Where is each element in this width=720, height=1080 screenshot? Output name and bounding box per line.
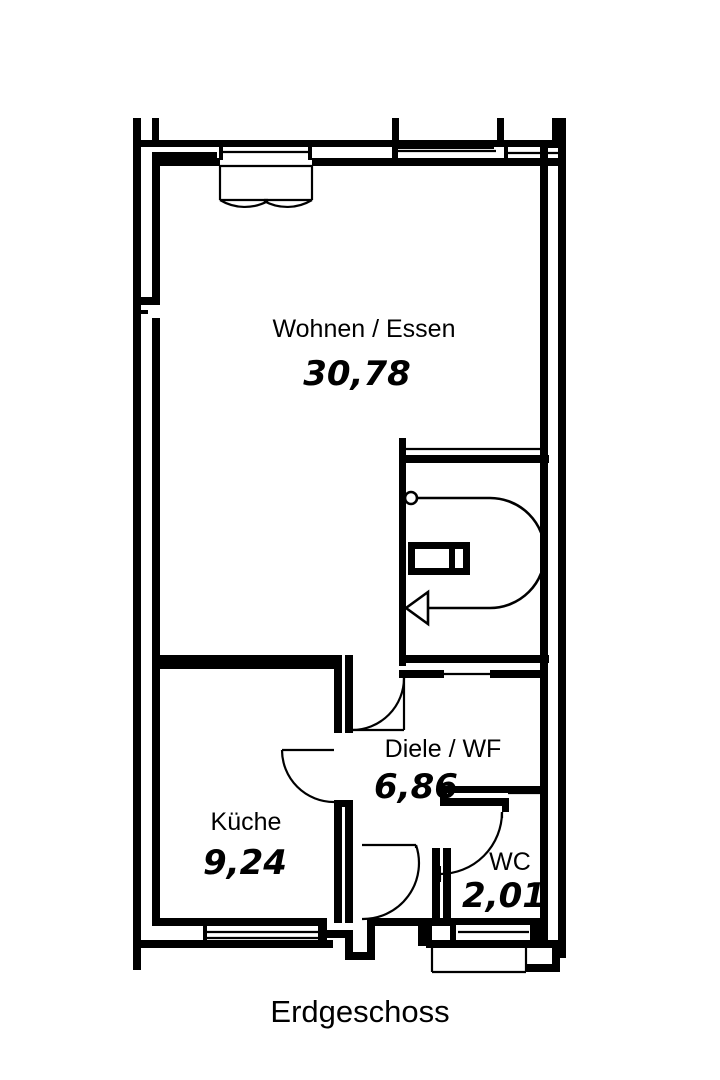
- kueche-diele-wall-lower-2: [345, 805, 353, 923]
- left-wall-top-stub: [152, 118, 159, 146]
- top-wall-tick-2: [392, 118, 399, 144]
- wc-top-wall-stub: [440, 786, 447, 806]
- diele-top-wall-right: [490, 670, 548, 678]
- top-wall-window-right: [504, 144, 560, 162]
- diele-wc-wall: [432, 848, 440, 920]
- bottom-wall-pier-left: [426, 918, 432, 948]
- diele-top-wall: [399, 655, 549, 663]
- bottom-wall-right-drop: [552, 940, 560, 972]
- bottom-wall-step-2: [327, 930, 353, 938]
- stair-arrow-head: [403, 589, 430, 627]
- left-wall-recess-top: [152, 152, 217, 160]
- bottom-wall-step-1: [318, 918, 327, 948]
- interior-walls: [152, 438, 549, 923]
- wc-top-wall-inner: [440, 798, 508, 806]
- staircase: [403, 490, 547, 627]
- bottom-wall-right-foot: [526, 964, 560, 972]
- stair-step-blocks: [408, 542, 470, 575]
- right-wall-outer: [558, 118, 566, 958]
- bottom-wall-step-5: [367, 918, 375, 960]
- top-wall-window-left: [219, 144, 312, 160]
- top-wall-inner-left: [152, 158, 220, 166]
- bottom-wall-step-4: [345, 952, 375, 960]
- bottom-wall-pier-top: [426, 918, 456, 926]
- wohnen-entry-double-door: [218, 164, 314, 209]
- top-wall-outer: [133, 140, 565, 147]
- left-wall-recess-bottom: [141, 297, 160, 305]
- stairwell-top-wall: [399, 455, 549, 463]
- diele-top-wall-stub: [399, 648, 406, 666]
- room-label-wohnen-essen: Wohnen / Essen: [273, 315, 456, 343]
- right-wall-top-cap: [540, 140, 566, 148]
- bottom-wall-kitchen-inner: [152, 918, 327, 926]
- left-wall-outer-lower: [133, 318, 141, 948]
- kueche-diele-wall-jog: [334, 800, 353, 807]
- left-wall-outer-upper: [133, 118, 141, 410]
- top-wall-tick-1: [133, 118, 140, 142]
- floor-caption: Erdgeschoss: [270, 994, 449, 1029]
- wc-door-jamb: [502, 798, 509, 812]
- diele-top-wall-left: [399, 670, 444, 678]
- doors-group: [218, 164, 504, 921]
- room-area-kueche: 9,24: [203, 843, 287, 883]
- bottom-wall-pier-bottom: [426, 940, 456, 948]
- kueche-diele-pier-upper: [334, 655, 342, 733]
- left-wall-inner-upper: [152, 152, 160, 304]
- wc-bottom-window: [456, 918, 530, 948]
- bottom-wall-step-3: [345, 930, 353, 960]
- left-wall-bottom-stub: [133, 940, 141, 970]
- room-area-diele-wf: 6,86: [374, 767, 458, 807]
- room-area-wohnen-essen: 30,78: [303, 354, 411, 394]
- left-wall-inner-lower: [152, 318, 160, 926]
- room-area-wc: 2,01: [462, 876, 546, 916]
- left-wall-tick: [141, 310, 148, 314]
- kueche-bottom-window: [203, 918, 321, 946]
- wc-top-wall: [440, 786, 548, 793]
- kueche-door: [280, 748, 335, 804]
- diele-wc-wall-2: [443, 848, 451, 920]
- bottom-wall-pier-right: [450, 918, 456, 948]
- bottom-wall-right-stub: [530, 918, 540, 948]
- diele-to-stair-door: [351, 677, 406, 732]
- room-label-kueche: Küche: [211, 808, 282, 836]
- room-label-wc: WC: [489, 848, 531, 876]
- top-wall-inner-mid: [312, 158, 392, 166]
- stairwell-left-wall: [399, 438, 406, 662]
- bottom-wall-diele-stub: [418, 918, 426, 946]
- bottom-wall-diele: [375, 918, 425, 926]
- wc-door: [432, 811, 504, 882]
- kueche-lower-door: [361, 843, 421, 921]
- kueche-diele-wall-lower: [334, 805, 342, 923]
- stair-start-marker: [403, 490, 419, 506]
- kueche-top-wall: [152, 655, 342, 663]
- room-labels: Wohnen / Essen 30,78 Küche 9,24 Diele / …: [203, 315, 546, 916]
- stair-direction-path: [413, 496, 547, 610]
- room-label-diele-wf: Diele / WF: [385, 735, 502, 763]
- bottom-wall-right-return: [530, 940, 560, 948]
- top-wall-inner-right: [495, 158, 565, 166]
- top-wall-tick-4: [552, 118, 559, 144]
- top-wall-tick-3: [497, 118, 504, 144]
- kueche-diele-pier-upper-2: [345, 655, 353, 733]
- kueche-top-window: [152, 655, 342, 669]
- wc-bay-projection: [430, 948, 528, 974]
- top-wall-window-center: [392, 144, 496, 166]
